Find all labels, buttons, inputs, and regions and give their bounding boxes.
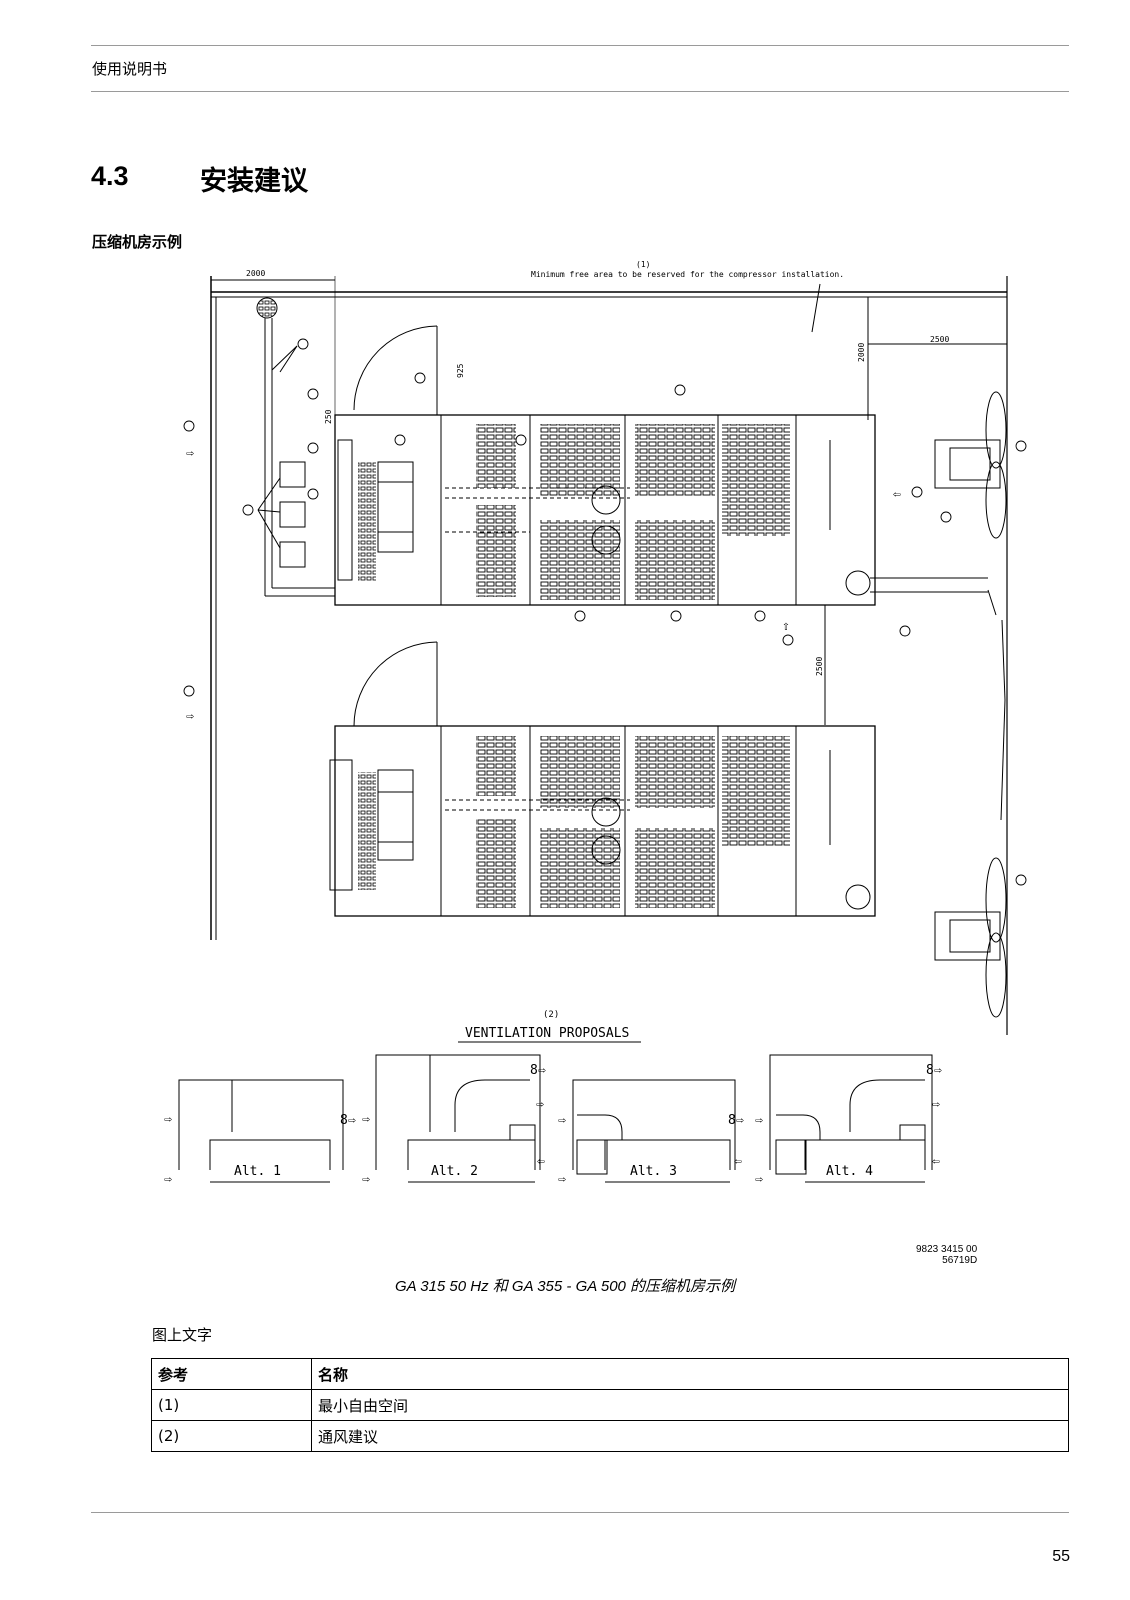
footer-rule (91, 1512, 1069, 1513)
svg-text:⇨: ⇨ (186, 446, 194, 461)
svg-text:⇨: ⇨ (558, 1113, 566, 1128)
table-row: (1) 最小自由空间 (151, 1389, 1069, 1421)
row-name: 通风建议 (311, 1420, 1069, 1452)
svg-text:8⇨: 8⇨ (926, 1063, 942, 1078)
svg-text:⇨: ⇨ (164, 1112, 172, 1127)
svg-text:⇨: ⇨ (362, 1112, 370, 1127)
drawing-number: 9823 3415 00 56719D (916, 1244, 977, 1266)
svg-text:⇨: ⇨ (164, 1172, 172, 1187)
header-name: 名称 (311, 1358, 1069, 1390)
subheading: 压缩机房示例 (92, 233, 183, 251)
label-1-text: Minimum free area to be reserved for the… (531, 270, 844, 279)
table-row: (2) 通风建议 (151, 1420, 1069, 1452)
page-number: 55 (1052, 1548, 1070, 1565)
svg-text:8⇨: 8⇨ (728, 1113, 744, 1128)
table-header-row: 参考 名称 (151, 1358, 1069, 1390)
svg-text:⇨: ⇨ (362, 1172, 370, 1187)
svg-text:8⇨: 8⇨ (530, 1063, 546, 1078)
label-2: (2) (543, 1010, 559, 1020)
figure-caption: GA 315 50 Hz 和 GA 355 - GA 500 的压缩机房示例 (394, 1278, 736, 1295)
dim-2500-right: 2500 (930, 335, 949, 344)
row-ref: (1) (151, 1389, 312, 1421)
drawing-number-text: 9823 3415 00 (916, 1244, 978, 1255)
alt-1-label: Alt. 1 (234, 1164, 281, 1179)
header-ref: 参考 (151, 1358, 312, 1390)
section-title: 安装建议 (200, 166, 308, 197)
svg-text:⇨: ⇨ (755, 1172, 763, 1187)
svg-text:⇧: ⇧ (782, 619, 790, 634)
svg-text:8⇨: 8⇨ (340, 1113, 356, 1128)
row-name: 最小自由空间 (311, 1389, 1069, 1421)
header-title: 使用说明书 (92, 60, 168, 78)
row-ref: (2) (151, 1420, 312, 1452)
legend-label: 图上文字 (152, 1326, 213, 1344)
dim-2000-left: 2000 (246, 269, 265, 278)
header-rule-top (91, 45, 1069, 46)
svg-text:⇨: ⇨ (932, 1097, 940, 1112)
section-number: 4.3 (91, 161, 129, 191)
label-2-text: VENTILATION PROPOSALS (465, 1026, 629, 1041)
svg-text:⇦: ⇦ (734, 1154, 742, 1169)
header-rule-bottom (91, 91, 1069, 92)
svg-text:⇦: ⇦ (932, 1154, 940, 1169)
drawing-code-text: 56719D (942, 1255, 978, 1266)
svg-text:⇦: ⇦ (537, 1154, 545, 1169)
alt-3-label: Alt. 3 (630, 1164, 677, 1179)
reference-table: 参考 名称 (1) 最小自由空间 (2) 通风建议 (151, 1358, 1069, 1452)
label-1: (1) (636, 260, 650, 269)
dim-2500-between: 2500 (815, 657, 824, 676)
svg-text:⇦: ⇦ (893, 487, 901, 502)
svg-text:⇨: ⇨ (536, 1097, 544, 1112)
svg-text:⇨: ⇨ (558, 1172, 566, 1187)
alt-2-label: Alt. 2 (431, 1164, 478, 1179)
svg-text:⇨: ⇨ (186, 709, 194, 724)
alt-4-label: Alt. 4 (826, 1164, 873, 1179)
dim-925: 925 (456, 363, 465, 378)
dim-2000-right: 2000 (857, 343, 866, 362)
svg-text:⇨: ⇨ (755, 1113, 763, 1128)
dim-250: 250 (324, 409, 333, 424)
